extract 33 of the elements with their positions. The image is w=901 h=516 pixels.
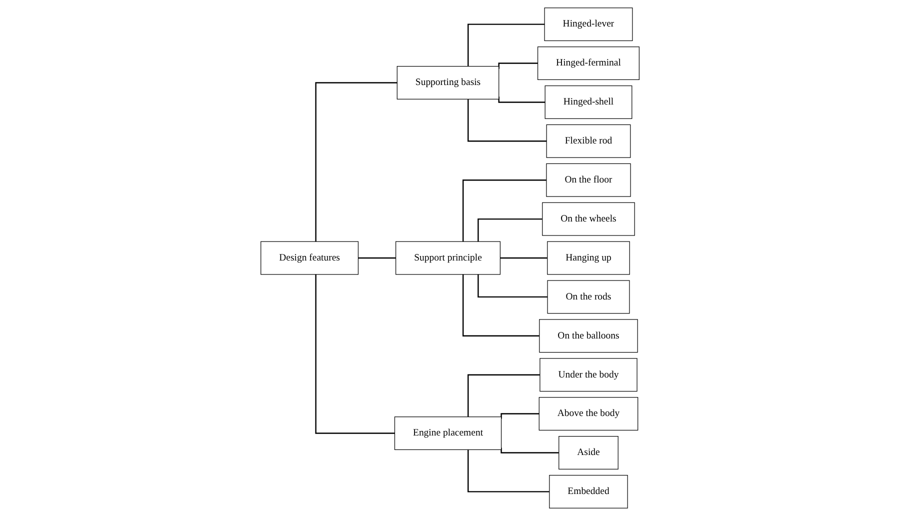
connector xyxy=(468,374,540,417)
connector xyxy=(316,274,396,434)
node-box: Hinged-shell xyxy=(545,85,633,119)
node-box: Support principle xyxy=(396,241,501,275)
node-box: Supporting basis xyxy=(397,66,500,100)
connector xyxy=(478,274,548,298)
connector xyxy=(498,62,538,69)
connector xyxy=(501,448,560,454)
node-box: Aside xyxy=(559,436,619,470)
connector xyxy=(468,99,548,142)
node-box: Embedded xyxy=(550,474,628,508)
connector xyxy=(500,257,548,259)
connector xyxy=(358,257,396,259)
connector xyxy=(468,450,550,492)
node-box: On the balloons xyxy=(540,319,638,353)
node-box: Under the body xyxy=(540,358,638,392)
node-box: Flexible rod xyxy=(546,124,632,158)
node-box: On the wheels xyxy=(542,202,636,236)
connector xyxy=(468,24,546,66)
connector xyxy=(462,180,547,242)
node-box: Hinged-lever xyxy=(544,8,634,42)
connector xyxy=(498,96,546,103)
node-box: Design features xyxy=(261,241,359,275)
node-box: Hanging up xyxy=(548,241,630,275)
node-box: Engine placement xyxy=(394,416,502,450)
node-box: Hinged-ferminal xyxy=(538,46,640,80)
node-box: Above the body xyxy=(539,397,639,431)
node-box: On the floor xyxy=(546,163,632,197)
node-box: On the rods xyxy=(548,280,630,314)
connector xyxy=(478,218,543,242)
connector xyxy=(501,413,540,419)
connector xyxy=(316,82,398,242)
connector xyxy=(462,274,540,336)
